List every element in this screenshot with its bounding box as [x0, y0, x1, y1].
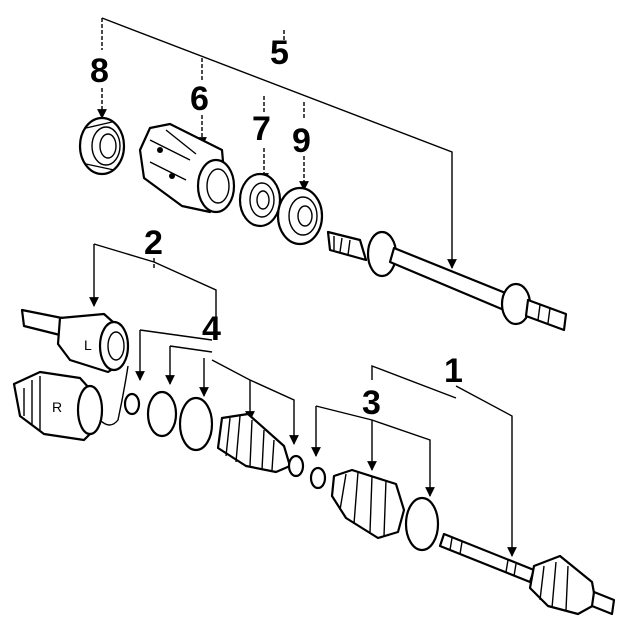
part-4-boot-clamp-small [287, 454, 305, 478]
callout-8: 8 [90, 52, 109, 90]
part-7-bearing [238, 172, 282, 228]
joint-marking-r: R [52, 399, 62, 415]
callout-1: 1 [444, 352, 463, 390]
part-4-snap-ring [146, 390, 178, 438]
part-9-seal [276, 186, 324, 246]
leader-lines-group-2 [89, 243, 217, 320]
part-2-outer-joint-l: L [20, 308, 130, 374]
joint-marking-l: L [84, 337, 92, 353]
callout-6: 6 [190, 80, 209, 118]
leader-lines-group-4 [135, 329, 299, 445]
callout-9: 9 [292, 122, 311, 160]
part-1-axle-shaft [438, 532, 616, 616]
part-4-boot-clamp-large [178, 396, 214, 452]
part-3-outer-boot [330, 468, 406, 540]
part-4-inner-boot [216, 412, 292, 474]
callout-5: 5 [270, 34, 289, 72]
part-2-inner-joint-r: R [12, 365, 129, 442]
part-8-seal [78, 116, 126, 176]
leader-lines-group-3-1 [311, 364, 517, 557]
leader-lines-group-5 [97, 17, 457, 269]
intermediate-shaft [326, 230, 568, 332]
part-3-large-clamp [404, 496, 440, 552]
callout-7: 7 [252, 110, 271, 148]
part-4-small-clip [123, 392, 141, 416]
part-6-bracket [138, 122, 236, 214]
callout-4: 4 [202, 310, 221, 348]
callout-2: 2 [144, 224, 163, 262]
callout-3: 3 [362, 384, 381, 422]
part-3-small-clamp [309, 466, 327, 490]
